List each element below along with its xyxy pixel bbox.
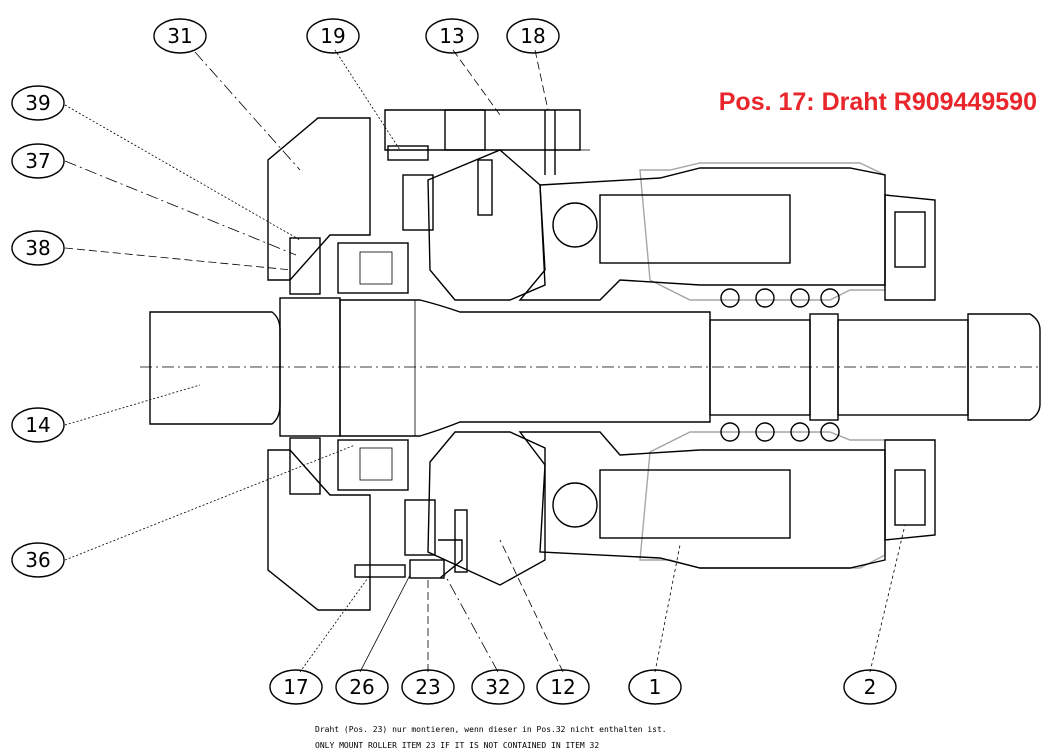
pin-lower — [404, 499, 436, 556]
cylinder-block-lower — [518, 431, 886, 569]
leader-31 — [194, 51, 301, 171]
leader-18 — [534, 49, 549, 111]
housing-flange-upper — [267, 117, 371, 281]
bearing-lower — [337, 439, 409, 491]
shaft-seal-lower — [289, 437, 321, 495]
assembly-note-de: Draht (Pos. 23) nur montieren, wenn dies… — [315, 725, 667, 734]
swash-plate-lower — [427, 431, 546, 586]
leader-38 — [64, 247, 293, 271]
svg-text:39: 39 — [25, 91, 50, 115]
piston-ball-lower — [552, 482, 598, 528]
leader-19 — [334, 49, 401, 151]
leader-13 — [452, 49, 501, 116]
shaft-main — [339, 299, 711, 437]
callout-17: 17 — [269, 669, 323, 705]
callout-36: 36 — [11, 542, 65, 578]
shaft-right — [837, 319, 969, 416]
end-cover-bolt-lower — [894, 469, 926, 526]
callout-18: 18 — [506, 18, 560, 54]
rod-lower — [454, 509, 468, 573]
svg-text:37: 37 — [25, 149, 50, 173]
end-cover-lower — [884, 439, 936, 541]
cylinder-block-upper — [518, 167, 886, 301]
bearing-roller-upper — [359, 251, 393, 285]
callout-39: 39 — [11, 85, 65, 121]
piston-19 — [387, 145, 429, 161]
bearing-race — [339, 299, 416, 437]
svg-text:26: 26 — [349, 675, 374, 699]
shaft-right-end — [967, 313, 1041, 421]
callout-32: 32 — [471, 669, 525, 705]
leader-32 — [444, 574, 499, 673]
svg-text:32: 32 — [485, 675, 510, 699]
leader-37 — [64, 160, 297, 256]
callout-12: 12 — [536, 669, 590, 705]
shaft-mid — [709, 319, 811, 416]
svg-text:14: 14 — [25, 413, 50, 437]
piston-ball-upper — [552, 202, 598, 248]
part-23 — [409, 559, 445, 579]
leader-2 — [869, 524, 906, 673]
spring-upper — [720, 288, 840, 308]
svg-text:23: 23 — [415, 675, 440, 699]
shaft-left-end — [149, 311, 281, 425]
swash-plate-upper — [427, 149, 546, 301]
piston-lower — [599, 469, 791, 539]
callout-1: 1 — [628, 669, 682, 705]
leader-17 — [299, 574, 371, 673]
callout-23: 23 — [401, 669, 455, 705]
callout-31: 31 — [153, 18, 207, 54]
housing-lower — [639, 431, 886, 569]
leader-12 — [499, 539, 564, 673]
svg-text:38: 38 — [25, 236, 50, 260]
leader-26 — [359, 574, 411, 673]
callout-38: 38 — [11, 230, 65, 266]
svg-text:36: 36 — [25, 548, 50, 572]
section-drawing — [140, 109, 1041, 611]
svg-text:12: 12 — [550, 675, 575, 699]
wire-17 — [354, 564, 406, 578]
housing-upper — [639, 162, 886, 301]
part-32 — [438, 539, 463, 579]
bearing-roller-lower — [359, 447, 393, 481]
housing-flange-lower — [267, 449, 371, 611]
callout-19: 19 — [306, 18, 360, 54]
bearing-upper — [337, 242, 409, 294]
svg-text:31: 31 — [167, 24, 192, 48]
pin-upper — [402, 174, 434, 231]
leader-14 — [64, 384, 201, 426]
svg-text:2: 2 — [864, 675, 877, 699]
leader-1 — [654, 544, 681, 673]
spring-lower — [720, 422, 840, 442]
leader-36 — [64, 444, 356, 561]
callout-26: 26 — [335, 669, 389, 705]
svg-text:19: 19 — [320, 24, 345, 48]
control-block-insert — [444, 109, 486, 151]
rod-upper — [477, 159, 493, 216]
svg-text:18: 18 — [520, 24, 545, 48]
callout-14: 14 — [11, 407, 65, 443]
callout-13: 13 — [425, 18, 479, 54]
callout-2: 2 — [843, 669, 897, 705]
end-cover-bolt-upper — [894, 211, 926, 268]
control-block — [384, 109, 581, 151]
svg-text:13: 13 — [439, 24, 464, 48]
svg-text:1: 1 — [649, 675, 662, 699]
shaft-seal-upper — [289, 237, 321, 295]
callout-bubbles: 31 19 13 18 39 37 38 14 — [11, 18, 897, 705]
end-cover-upper — [884, 194, 936, 301]
piston-upper — [599, 194, 791, 264]
svg-text:17: 17 — [283, 675, 308, 699]
callout-37: 37 — [11, 143, 65, 179]
assembly-note-en: ONLY MOUNT ROLLER ITEM 23 IF IT IS NOT C… — [315, 741, 599, 750]
leader-lines — [64, 49, 906, 673]
drawing-title: Pos. 17: Draht R909449590 — [719, 88, 1037, 116]
leader-39 — [64, 104, 301, 241]
